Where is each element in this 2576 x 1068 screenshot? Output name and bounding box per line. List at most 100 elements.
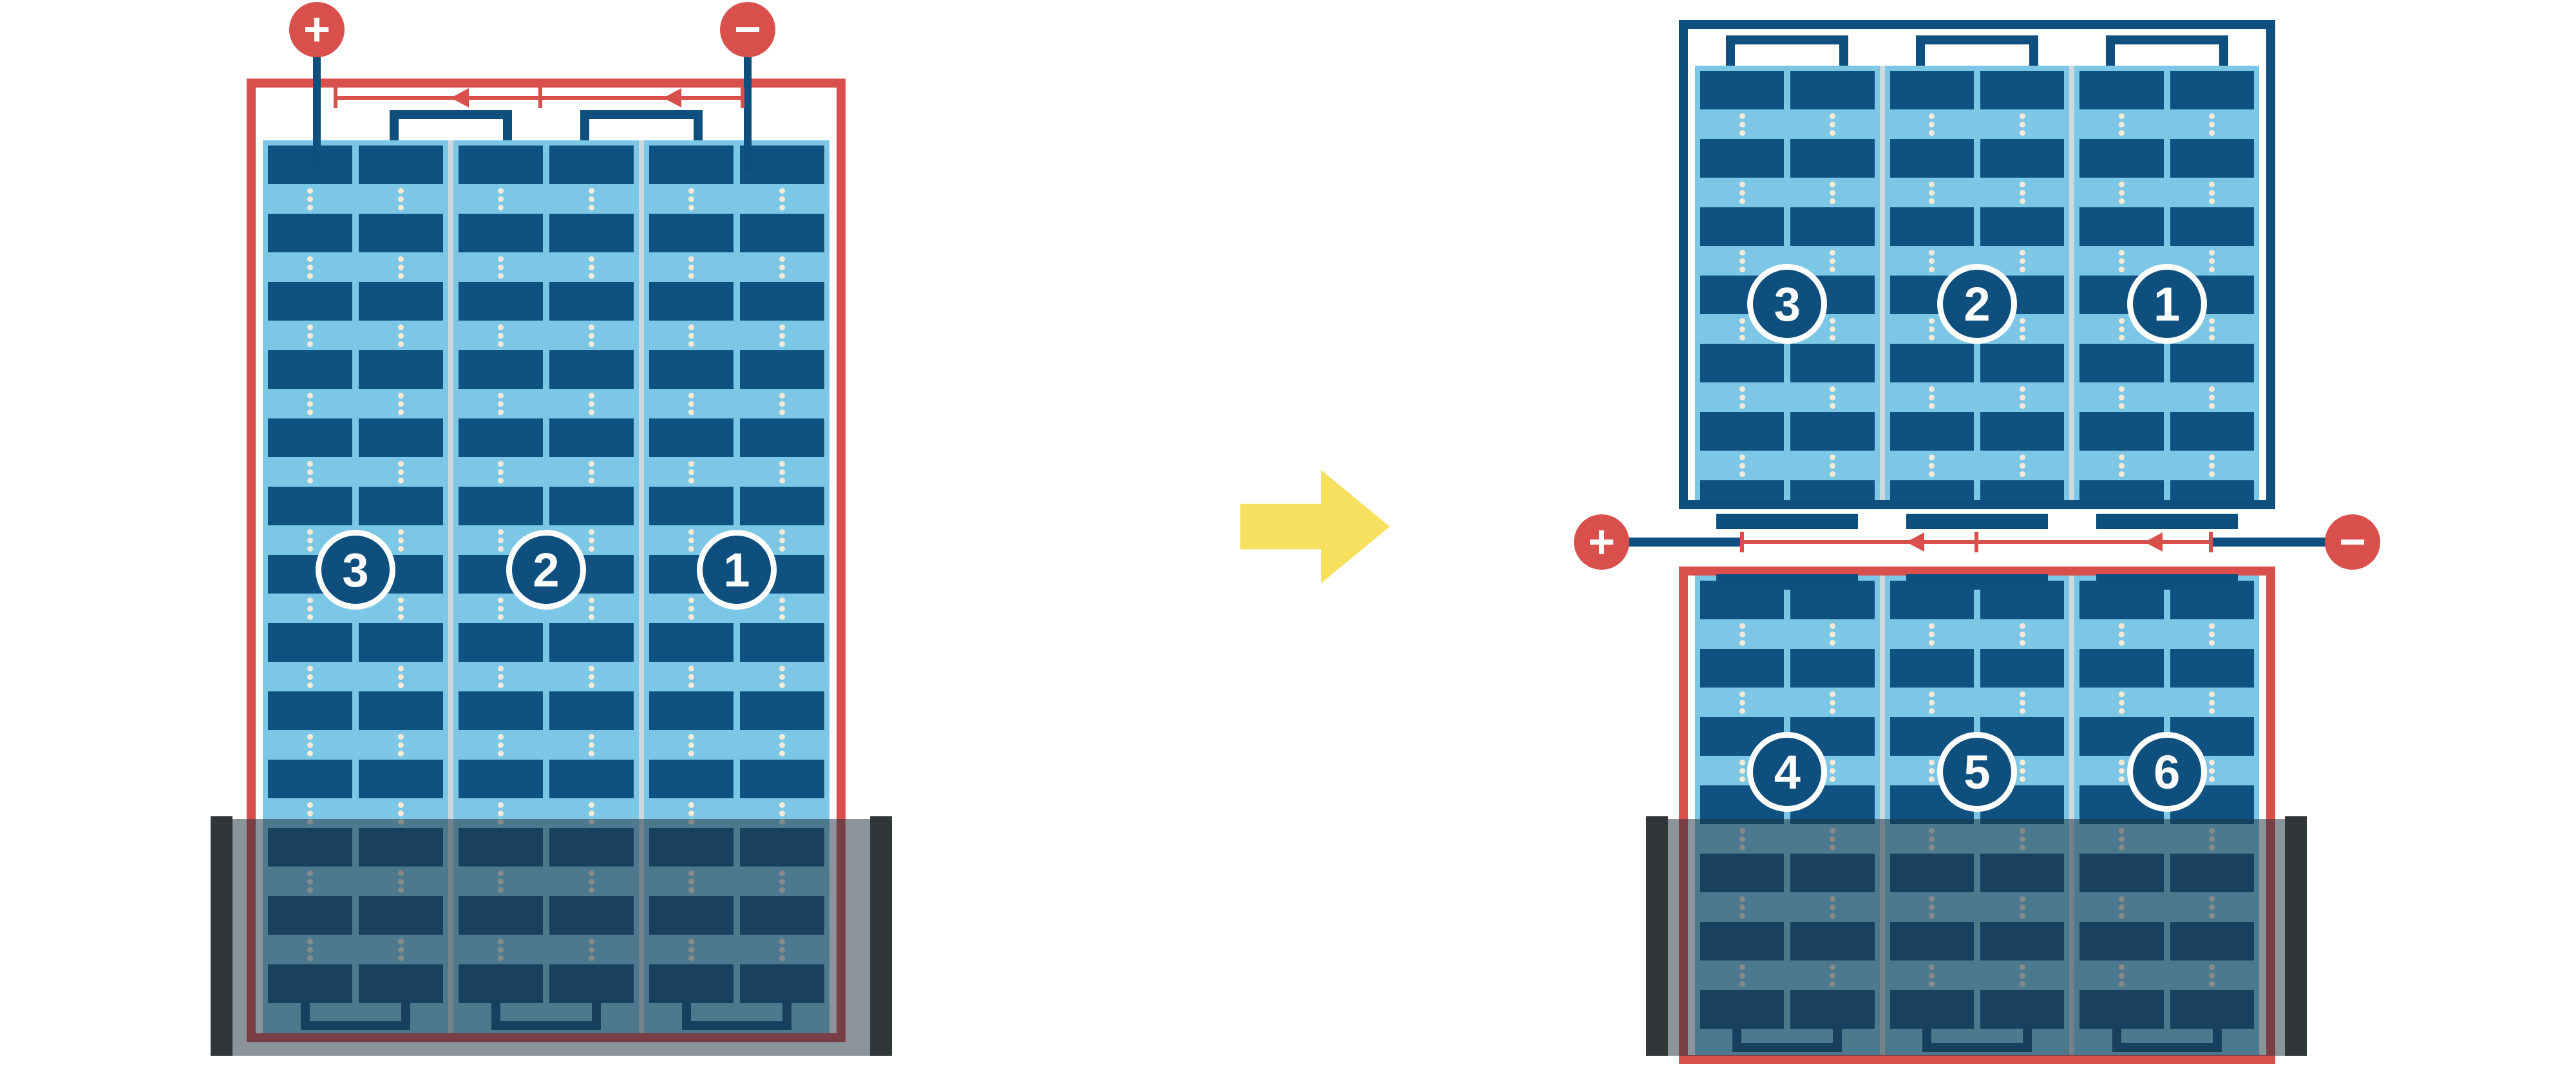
solder-dot [2119,454,2125,460]
solder-dot [1739,700,1745,706]
solder-dot [2209,700,2215,706]
solder-dot [307,606,313,612]
transform-arrow-icon [1240,470,1390,583]
half-cell [2079,139,2164,178]
string-number-badge: 2 [1937,264,2017,344]
solder-dot [688,606,694,612]
solder-dot [398,393,404,398]
solder-dot [2019,335,2025,341]
string-divider [448,140,453,1033]
solder-dot [589,409,594,415]
solder-dot [779,341,785,347]
solder-dot [307,666,313,671]
solder-dot [1739,708,1745,714]
solder-dot [398,188,404,194]
half-cell [649,691,734,730]
solder-dot [2119,326,2125,332]
solder-dot [688,614,694,620]
solder-dot [498,461,504,467]
half-cell [649,145,734,184]
solder-dot [498,265,504,270]
solder-dot [688,469,694,475]
solder-dot [2209,326,2215,332]
solder-dot [398,546,404,552]
half-cell [2170,480,2254,500]
solder-dot [2209,190,2215,196]
solder-dot [1929,708,1935,714]
solder-dot [398,810,404,816]
solder-dot [1929,640,1935,646]
solder-dot [779,751,785,756]
half-cell [2079,480,2164,500]
solder-dot [2119,403,2125,409]
half-cell [740,282,824,321]
solder-dot [398,409,404,415]
shade-frame-bar [870,816,892,1056]
solder-dot [498,324,504,330]
solder-dot [779,810,785,816]
solder-dot [779,324,785,330]
solder-dot [307,478,313,483]
solder-dot [779,734,785,740]
current-flow-tick [538,88,542,108]
solder-dot [1929,267,1935,272]
solder-dot [2209,113,2215,119]
solder-dot [1929,403,1935,409]
solder-dot [589,401,594,407]
string-number-badge: 3 [316,530,395,610]
solder-dot [779,614,785,620]
solder-dot [589,538,594,543]
junction-busbar [1716,514,1858,529]
solder-dot [1929,700,1935,706]
solder-dot [398,606,404,612]
solder-dot [1830,395,1835,400]
half-cell [1790,412,1875,451]
solder-dot [688,333,694,339]
solder-dot [307,802,313,808]
solder-dot [2019,182,2025,187]
solder-dot [2209,335,2215,341]
half-cell [459,145,543,184]
string-divider [639,140,644,1033]
solder-dot [498,734,504,740]
solder-dot [498,401,504,407]
solder-dot [779,478,785,483]
solder-dot [1830,267,1835,272]
half-cell [549,282,634,321]
solder-dot [2119,708,2125,714]
half-cell [649,760,734,798]
solder-dot [2019,113,2025,119]
solder-dot [2019,768,2025,774]
solder-dot [688,256,694,262]
string-divider [2069,576,2075,1055]
solder-dot [779,188,785,194]
solder-dot [1929,691,1935,697]
solder-dot [589,751,594,756]
half-cell [1980,480,2065,500]
half-cell [1700,344,1785,382]
solder-dot [688,734,694,740]
string-connector [2105,35,2228,66]
solder-dot [2019,471,2025,477]
half-cell [359,418,443,457]
solder-dot [1929,250,1935,256]
solder-dot [307,529,313,535]
solder-dot [779,666,785,671]
half-cell [740,350,824,389]
solder-dot [779,461,785,467]
solder-dot [1739,776,1745,782]
solder-dot [779,409,785,415]
current-flow-arrow [1906,532,1924,552]
plus-terminal-icon-right: + [1574,514,1629,570]
solder-dot [307,682,313,688]
half-cell [1889,71,1974,109]
half-cell [1889,412,1974,451]
solder-dot [307,734,313,740]
solder-dot [1830,623,1835,629]
half-cell [740,418,824,457]
half-cell [1980,344,2065,382]
half-cell [549,487,634,525]
solder-dot [498,597,504,603]
solder-dot [398,205,404,211]
half-cell [549,350,634,389]
